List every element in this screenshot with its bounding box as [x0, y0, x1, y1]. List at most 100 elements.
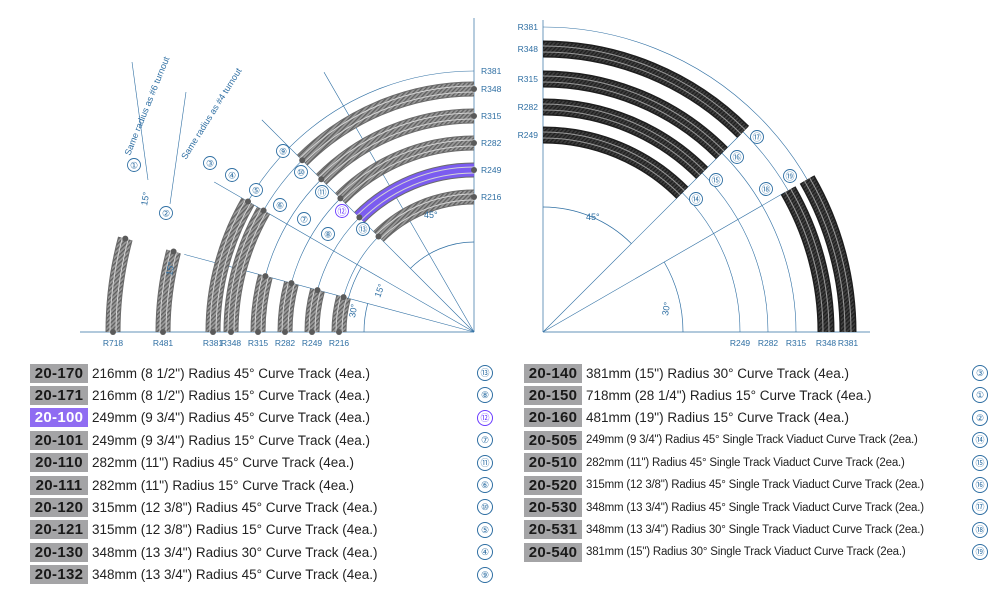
turnout-6-leader [131, 61, 149, 181]
marker-13: ⑬ [356, 222, 370, 236]
right-angle-45: 45° [586, 212, 600, 222]
right-angle-ray [542, 133, 742, 333]
product-code: 20-530 [524, 498, 582, 518]
right-bottom-radius-label: R348 [816, 338, 837, 348]
marker-6: ⑥ [273, 198, 287, 212]
svg-text:⑰: ⑰ [752, 133, 761, 143]
track-piece-12-highlighted [354, 162, 477, 223]
left-top-radius-label: R249 [481, 165, 502, 175]
track-piece-11 [335, 135, 477, 204]
marker-15: ⑮ [709, 173, 723, 187]
product-description: 282mm (11") Radius 45° Curve Track (4ea.… [92, 455, 355, 471]
product-description: 315mm (12 3/8") Radius 45° Single Track … [586, 479, 924, 492]
left-bottom-radius-label: R381 [203, 338, 224, 348]
reference-number: ⑧ [477, 387, 493, 404]
right-bottom-radius-label: R315 [786, 338, 807, 348]
marker-3: ③ [203, 156, 217, 170]
reference-number: ⑱ [972, 521, 988, 538]
left-angle-15: 15° [372, 282, 386, 299]
product-code: 20-132 [30, 565, 88, 585]
marker-12: ⑫ [335, 204, 349, 218]
svg-text:⑱: ⑱ [761, 185, 770, 195]
track-piece-13 [373, 189, 477, 242]
left-angle-30: 30° [347, 303, 359, 319]
right-side-radius-label: R282 [518, 102, 539, 112]
reference-number: ⑥ [477, 476, 493, 493]
product-code: 20-531 [524, 520, 582, 540]
product-description: 282mm (11") Radius 15° Curve Track (4ea.… [92, 477, 355, 493]
product-code: 20-120 [30, 498, 88, 518]
product-description: 216mm (8 1/2") Radius 15° Curve Track (4… [92, 388, 371, 404]
svg-text:②: ② [162, 209, 170, 219]
svg-text:⑲: ⑲ [785, 172, 794, 182]
left-top-radius-label: R348 [481, 84, 502, 94]
track-piece-2 [155, 248, 181, 335]
right-track-pieces [542, 40, 857, 333]
piece-angle-15a: 15° [139, 191, 151, 207]
left-top-radius-label: R381 [481, 66, 502, 76]
product-code: 20-130 [30, 542, 88, 562]
svg-text:⑧: ⑧ [324, 230, 332, 240]
marker-10: ⑩ [294, 165, 308, 179]
product-description: 216mm (8 1/2") Radius 45° Curve Track (4… [92, 365, 371, 381]
reference-number: ⑫ [477, 409, 493, 426]
svg-text:⑪: ⑪ [317, 188, 326, 198]
right-bottom-radius-label: R249 [730, 338, 751, 348]
product-code: 20-510 [524, 453, 582, 473]
product-description: 481mm (19") Radius 15° Curve Track (4ea.… [586, 410, 850, 426]
product-description: 348mm (13 3/4") Radius 45° Curve Track (… [92, 567, 378, 583]
marker-4: ④ [225, 168, 239, 182]
track-piece-8 [331, 294, 351, 335]
track-piece-19 [799, 175, 857, 333]
product-description: 315mm (12 3/8") Radius 15° Curve Track (… [92, 522, 378, 538]
reference-number: ② [972, 409, 988, 426]
reference-number: ⑰ [972, 499, 988, 516]
marker-9: ⑨ [276, 144, 290, 158]
left-bottom-radius-label: R249 [302, 338, 323, 348]
svg-text:⑬: ⑬ [358, 225, 367, 235]
right-angle-30: 30° [660, 301, 672, 317]
right-side-radius-label: R249 [518, 130, 539, 140]
right-side-radius-label: R348 [518, 44, 539, 54]
svg-text:④: ④ [228, 171, 236, 181]
track-piece-16 [542, 70, 728, 160]
right-bottom-radius-label: R381 [838, 338, 859, 348]
left-top-radius-label: R282 [481, 138, 502, 148]
track-piece-10 [315, 108, 477, 185]
product-description: 381mm (15") Radius 30° Single Track Viad… [586, 546, 906, 559]
product-code: 20-140 [524, 363, 582, 383]
left-bottom-radius-label: R315 [248, 338, 269, 348]
marker-8: ⑧ [321, 227, 335, 241]
product-description: 381mm (15") Radius 30° Curve Track (4ea.… [586, 365, 850, 381]
track-piece-3 [205, 197, 255, 335]
svg-text:⑨: ⑨ [279, 147, 287, 157]
product-code: 20-111 [30, 475, 88, 495]
svg-text:⑯: ⑯ [732, 153, 741, 163]
svg-text:⑤: ⑤ [252, 186, 260, 196]
svg-text:③: ③ [206, 159, 214, 169]
reference-number: ⑲ [972, 544, 988, 561]
marker-18: ⑱ [759, 182, 773, 196]
track-piece-5 [250, 273, 273, 335]
product-description: 249mm (9 3/4") Radius 45° Single Track V… [586, 434, 918, 447]
product-code: 20-170 [30, 363, 88, 383]
right-angle-arc-30 [663, 261, 684, 333]
track-piece-17 [542, 40, 750, 138]
product-code: 20-540 [524, 542, 582, 562]
left-bottom-radius-label: R216 [329, 338, 350, 348]
track-piece-7 [304, 287, 325, 335]
svg-text:⑭: ⑭ [691, 195, 700, 205]
